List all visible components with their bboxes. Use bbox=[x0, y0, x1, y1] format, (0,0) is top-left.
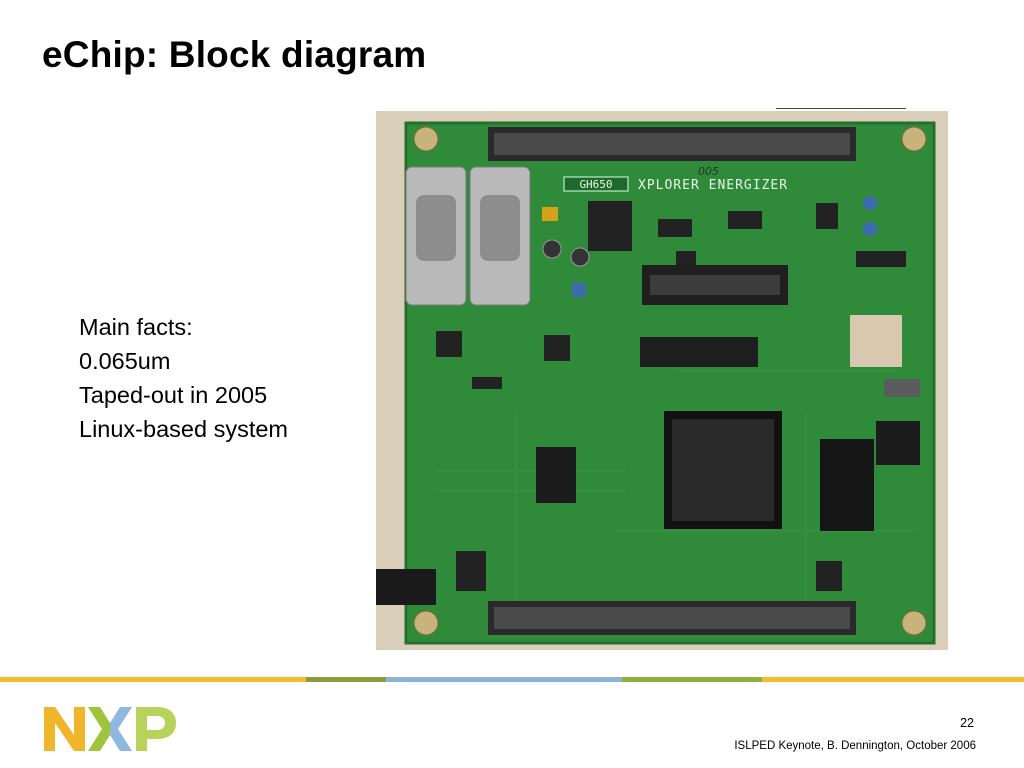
page-number: 22 bbox=[960, 716, 974, 730]
flash-chip bbox=[820, 439, 874, 531]
pcb-board-photo: GH650 XPLORER ENERGIZER 005 bbox=[376, 111, 948, 650]
footer-stripe-blue bbox=[386, 677, 622, 682]
heatsink bbox=[850, 315, 902, 367]
audio-jack bbox=[376, 569, 436, 605]
mounting-hole bbox=[413, 610, 439, 636]
facts-heading: Main facts: bbox=[79, 314, 193, 340]
board-name-text: XPLORER ENERGIZER bbox=[638, 178, 788, 193]
mounting-hole bbox=[901, 610, 927, 636]
part-label-text: GH650 bbox=[579, 178, 612, 191]
fact-item: Linux-based system bbox=[79, 416, 288, 442]
mounting-hole bbox=[413, 126, 439, 152]
footer-stripe-yellow bbox=[762, 677, 1024, 682]
small-chip bbox=[436, 331, 462, 357]
slide-title: eChip: Block diagram bbox=[42, 34, 427, 75]
footer-stripe-yellow bbox=[0, 677, 306, 682]
nxp-logo bbox=[44, 705, 176, 753]
footer-stripe-green bbox=[622, 677, 762, 682]
memory-chip bbox=[876, 421, 920, 465]
footer-citation: ISLPED Keynote, B. Dennington, October 2… bbox=[734, 740, 976, 752]
small-chip bbox=[640, 337, 758, 367]
ram-chip bbox=[536, 447, 576, 503]
voltage-regulator bbox=[588, 201, 632, 251]
fact-item: 0.065um bbox=[79, 348, 171, 374]
handwritten-note: 005 bbox=[698, 165, 719, 178]
small-chip bbox=[544, 335, 570, 361]
mounting-hole bbox=[901, 126, 927, 152]
facts-list: Main facts: 0.065um Taped-out in 2005 Li… bbox=[79, 310, 288, 446]
push-button bbox=[572, 283, 586, 297]
dip-switch bbox=[884, 379, 920, 397]
footer-stripe-olive bbox=[306, 677, 386, 682]
photo-top-rule bbox=[776, 108, 906, 109]
fact-item: Taped-out in 2005 bbox=[79, 382, 268, 408]
